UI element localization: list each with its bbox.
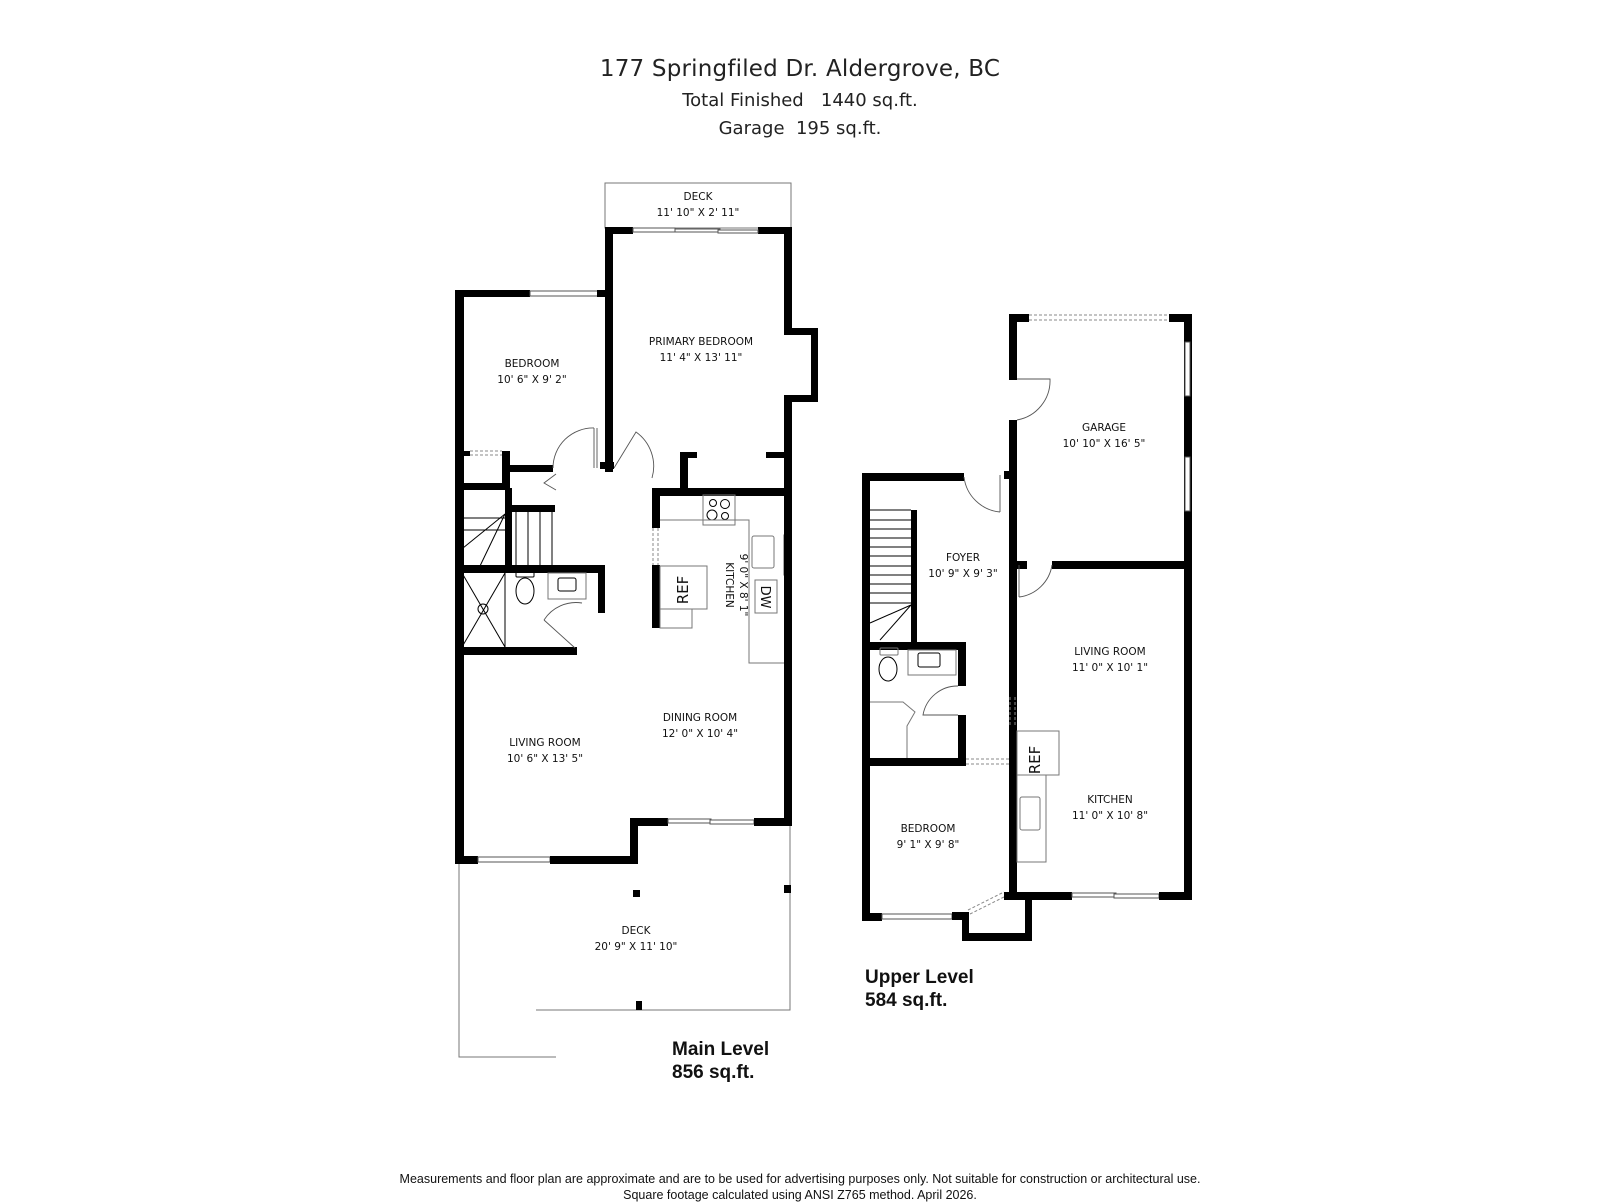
main-kitchen-dims: 9' 0" X 8' 1": [737, 554, 749, 617]
upper-ref-label: REF: [1026, 746, 1044, 775]
main-kitchen-name: KITCHEN: [723, 562, 735, 608]
upper-level-plan: REF GARAGE 10' 10" X 16' 5" FOYER 10' 9"…: [862, 314, 1192, 941]
main-level-name: Main Level: [672, 1039, 770, 1060]
primary-bedroom-name: PRIMARY BEDROOM: [649, 336, 753, 348]
rear-deck-dims: 20' 9" X 11' 10": [595, 941, 678, 953]
total-finished-area: Total Finished 1440 sq.ft.: [682, 90, 918, 111]
main-living-room-name: LIVING ROOM: [509, 737, 580, 749]
dining-room-name: DINING ROOM: [663, 712, 737, 724]
upper-kitchen-dims: 11' 0" X 10' 8": [1072, 810, 1148, 822]
disclaimer-line-2: Square footage calculated using ANSI Z76…: [623, 1188, 977, 1202]
upper-bedroom-name: BEDROOM: [901, 823, 956, 835]
upper-level-label: Upper Level 584 sq.ft.: [865, 966, 974, 1012]
main-ref-label: REF: [674, 576, 692, 605]
upper-kitchen-name: KITCHEN: [1087, 794, 1133, 806]
main-level-label: Main Level 856 sq.ft.: [672, 1038, 769, 1084]
main-deck-top-dims: 11' 10" X 2' 11": [657, 207, 740, 219]
upper-level-name: Upper Level: [865, 967, 974, 988]
top-deck-outline: [604, 182, 792, 229]
main-dw-label: DW: [757, 586, 772, 609]
disclaimer-line-1: Measurements and floor plan are approxim…: [399, 1172, 1201, 1186]
upper-living-room-name: LIVING ROOM: [1074, 646, 1145, 658]
main-deck-top-name: DECK: [684, 191, 714, 203]
main-level-plan: DW REF DECK 11' 10" X 2' 11" PRIMARY BED…: [455, 182, 818, 1058]
primary-bedroom-dims: 11' 4" X 13' 11": [660, 352, 743, 364]
foyer-name: FOYER: [946, 552, 980, 564]
main-bedroom-name: BEDROOM: [505, 358, 560, 370]
upper-living-room-dims: 11' 0" X 10' 1": [1072, 662, 1148, 674]
rear-deck-name: DECK: [622, 925, 652, 937]
garage-name: GARAGE: [1082, 422, 1126, 434]
foyer-dims: 10' 9" X 9' 3": [928, 568, 997, 580]
main-level-area: 856 sq.ft.: [672, 1062, 755, 1083]
main-living-room-dims: 10' 6" X 13' 5": [507, 753, 583, 765]
property-address: 177 Springfiled Dr. Aldergrove, BC: [599, 56, 1001, 82]
garage-dims: 10' 10" X 16' 5": [1063, 438, 1146, 450]
upper-bedroom-dims: 9' 1" X 9' 8": [897, 839, 960, 851]
garage-area: Garage 195 sq.ft.: [718, 118, 882, 139]
dining-room-dims: 12' 0" X 10' 4": [662, 728, 738, 740]
main-bedroom-dims: 10' 6" X 9' 2": [497, 374, 566, 386]
upper-level-area: 584 sq.ft.: [865, 990, 948, 1011]
